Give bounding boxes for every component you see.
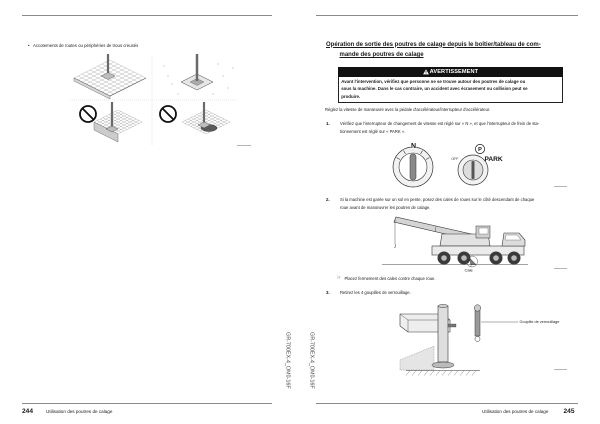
warning-title: AVERTISSEMENT: [429, 68, 479, 75]
wheel-chock-label: Cale: [465, 268, 474, 273]
prohibition-icon: [159, 105, 177, 123]
wheel-chock: [466, 255, 478, 268]
warning-text-line: sous la machine. Dans le cas contraire, …: [341, 86, 528, 92]
lock-pin-figure: [399, 304, 518, 376]
prohibition-icon: [79, 105, 97, 123]
warning-triangle-icon: [422, 69, 429, 75]
step-text-line: Vérifiez que l'interrupteur de changemen…: [340, 120, 540, 126]
prohibited-edge-panel: [79, 102, 143, 143]
gutter-code: GR-700EX-4_OM0-16F: [284, 332, 291, 389]
footer-section-title: Utilisation des poutres de calage: [46, 409, 113, 414]
parking-brake-switch: OFF P PARK: [451, 144, 503, 186]
parking-brake-off-label: OFF: [451, 157, 459, 161]
figure-reference-mark: [237, 145, 251, 147]
ground-hatch: [405, 370, 480, 376]
step-text-line: roue avant de manœuvrer les poutres de c…: [340, 204, 431, 210]
step-text-line: Si la machine est garée sur un sol en pe…: [340, 196, 535, 202]
bullet-marker: •: [28, 42, 30, 48]
footer-rule: [316, 403, 578, 404]
outrigger-jack: [431, 304, 457, 369]
step-number: 3.: [326, 290, 330, 295]
prohibited-hole-panel: [159, 102, 231, 135]
parking-brake-icon: P: [475, 144, 485, 154]
gutter-code: GR-700EX-4_OM0-16F: [308, 332, 315, 389]
warning-header: AVERTISSEMENT: [338, 67, 563, 77]
warning-text-line: produire.: [341, 93, 361, 99]
intro-text: Réglez la vitesse de manœuvre avec la pé…: [325, 106, 491, 112]
note-pointer-icon: [337, 275, 342, 281]
step-number: 2.: [326, 196, 330, 202]
lock-pin: [474, 304, 518, 342]
step-number: 1.: [326, 120, 330, 126]
gear-position-label: N: [411, 143, 416, 150]
note-text: Placez fermement des cales contre chaque…: [344, 275, 436, 281]
footer-section-title: Utilisation des poutres de calage: [482, 409, 549, 414]
step-text-line: Retirez les 4 goupilles de verrouillage.: [340, 290, 411, 295]
outrigger-placement-figure: [70, 54, 238, 146]
figure-reference-mark: [554, 369, 567, 371]
crane-chock-figure: Cale: [382, 216, 528, 273]
switches-figure: N OFF P PARK: [392, 142, 503, 188]
firm-ground-panel: [163, 54, 234, 95]
lock-pin-label: Goupille de verrouillage: [519, 319, 560, 324]
warning-box: Avant l'intervention, vérifiez que perso…: [338, 76, 563, 103]
crane-illustration: [393, 216, 526, 265]
header-rule: [316, 15, 578, 16]
gear-selector-dial: N: [392, 142, 434, 188]
figure-reference-mark: [554, 268, 567, 270]
section-heading-line-2: mande des poutres de calage: [339, 52, 424, 58]
section-heading-line-1: Opération de sortie des poutres de calag…: [326, 41, 541, 48]
page-number: 244: [22, 407, 34, 415]
page-number: 245: [563, 407, 575, 415]
road-shoulder-panel: [73, 54, 147, 100]
footer-rule: [22, 403, 272, 404]
parking-brake-symbol: P: [478, 147, 482, 153]
parking-brake-park-label: PARK: [485, 156, 503, 163]
figure-reference-mark: [554, 186, 567, 188]
bullet-text: Accotements de routes ou périphéries de …: [33, 42, 139, 48]
step-text-line: tionnement est réglé sur « PARK ».: [340, 128, 406, 134]
warning-text-line: Avant l'intervention, vérifiez que perso…: [341, 79, 526, 85]
header-rule: [22, 15, 272, 16]
